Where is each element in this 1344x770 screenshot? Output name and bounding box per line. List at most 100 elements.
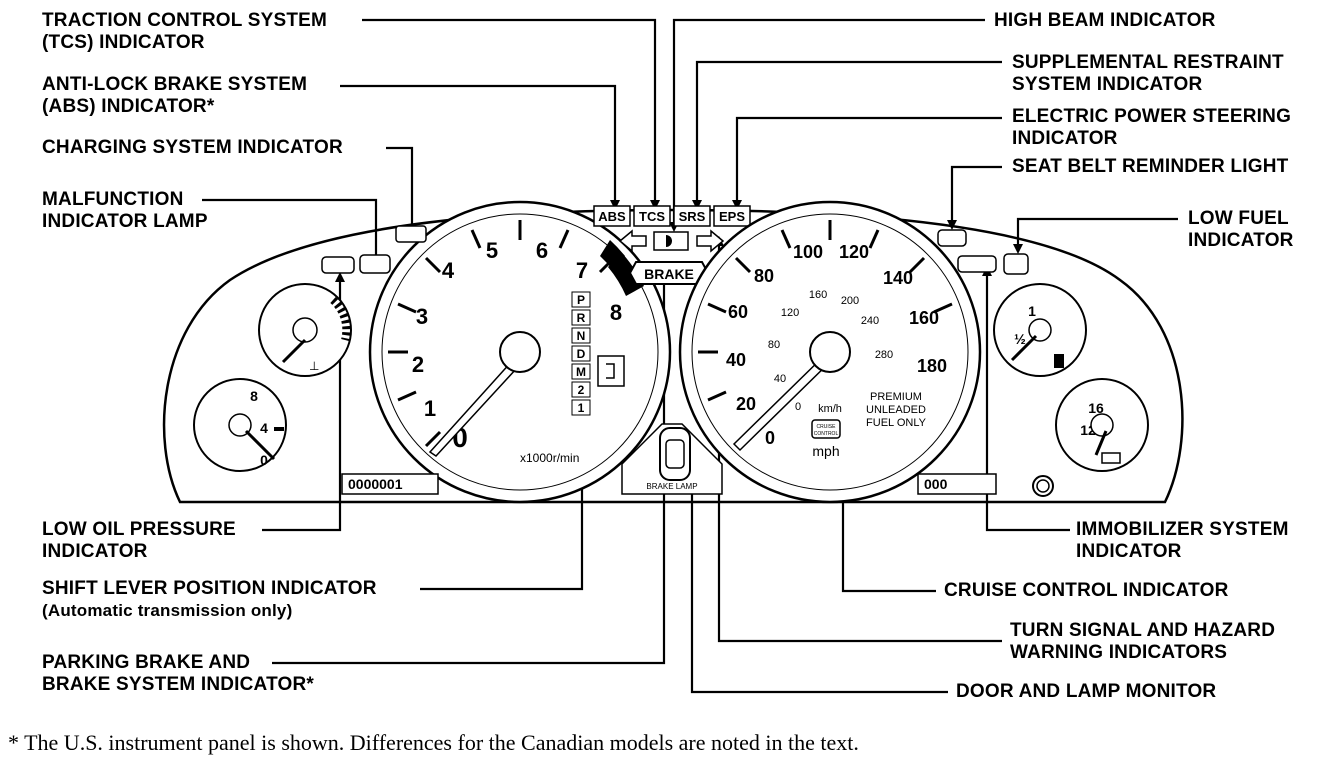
leader-door [690, 494, 948, 694]
gear-1: 1 [578, 401, 585, 415]
callout-srs-line1: SUPPLEMENTAL RESTRAINT [1012, 52, 1284, 73]
battery-icon [395, 225, 427, 243]
abs-box: ABS [598, 209, 626, 224]
fuel-full: 1 [1028, 303, 1036, 319]
odometer-left: 0000001 [348, 476, 403, 492]
tach-numbers: 0 1 2 3 4 5 6 7 8 [412, 238, 622, 453]
check-engine-icon [359, 254, 391, 274]
callout-mil: MALFUNCTION INDICATOR LAMP [42, 189, 208, 233]
gear-2: 2 [578, 383, 585, 397]
low-fuel-icon [1003, 253, 1029, 275]
odometer-right: 000 [924, 476, 948, 492]
fuel-half: ½ [1014, 331, 1026, 347]
callout-tcs-line1: TRACTION CONTROL SYSTEM [42, 10, 328, 31]
door-lamp-monitor: BRAKE LAMP [621, 423, 723, 495]
kmh-240: 240 [861, 315, 879, 327]
tach-num-1: 1 [424, 396, 436, 421]
srs-box: SRS [679, 209, 706, 224]
callout-immobilizer: IMMOBILIZER SYSTEM INDICATOR [1076, 519, 1289, 563]
tach-unit: x1000r/min [520, 451, 579, 465]
callout-charging-line1: CHARGING SYSTEM INDICATOR [42, 137, 343, 158]
mph-0: 0 [765, 428, 775, 448]
callout-abs: ANTI-LOCK BRAKE SYSTEM (ABS) INDICATOR* [42, 74, 307, 118]
mph-120: 120 [839, 242, 869, 262]
callout-seat-belt: SEAT BELT REMINDER LIGHT [1012, 156, 1288, 178]
callout-eps-line1: ELECTRIC POWER STEERING [1012, 106, 1292, 127]
mph-20: 20 [736, 394, 756, 414]
gear-d: D [577, 347, 586, 361]
panel-outline [162, 208, 1184, 504]
brake-indicator: BRAKE [628, 261, 710, 285]
immobilizer-key-icon [957, 255, 997, 273]
tach-num-6: 6 [536, 238, 548, 263]
speedo-hub [809, 331, 851, 373]
tcs-box: TCS [639, 209, 665, 224]
seat-belt-icon [937, 229, 967, 247]
gear-m: M [576, 365, 586, 379]
callout-eps: ELECTRIC POWER STEERING INDICATOR [1012, 106, 1291, 150]
kmh-numbers: 0 40 80 120 160 200 240 280 [768, 289, 893, 413]
tach-num-8: 8 [610, 300, 622, 325]
oil-pressure-icon [321, 256, 355, 274]
mph-40: 40 [726, 350, 746, 370]
kmh-160: 160 [809, 289, 827, 301]
oil-0: 0 [260, 452, 268, 468]
turn-and-highbeam [618, 229, 725, 253]
mph-80: 80 [754, 266, 774, 286]
callout-door-line1: DOOR AND LAMP MONITOR [956, 681, 1217, 702]
tach-num-5: 5 [486, 238, 498, 263]
callout-abs-line2: (ABS) INDICATOR* [42, 96, 215, 117]
callout-parking-line1: PARKING BRAKE AND [42, 652, 251, 673]
kmh-120: 120 [781, 307, 799, 319]
odometers: 0000001 000 [341, 473, 1054, 497]
tach-num-3: 3 [416, 304, 428, 329]
tach-num-7: 7 [576, 258, 588, 283]
right-turn-arrow-icon [696, 229, 725, 253]
callout-charging: CHARGING SYSTEM INDICATOR [42, 137, 343, 159]
oil-gauge: 8 4 0 [193, 378, 287, 472]
tach-hub [499, 331, 541, 373]
tach-num-4: 4 [442, 258, 455, 283]
brake-label: BRAKE [644, 266, 694, 282]
callout-mil-line1: MALFUNCTION [42, 189, 184, 210]
mph-160: 160 [909, 308, 939, 328]
leader-high-beam [672, 18, 985, 222]
callout-tcs: TRACTION CONTROL SYSTEM (TCS) INDICATOR [42, 10, 327, 54]
fuel-pump-icon [1054, 354, 1064, 368]
gear-r: R [577, 311, 586, 325]
leader-tcs [362, 18, 657, 200]
cruise-icon-text-1: CRUISE [817, 424, 837, 430]
callout-parking: PARKING BRAKE AND BRAKE SYSTEM INDICATOR… [42, 652, 314, 696]
leader-srs [695, 60, 1002, 200]
callout-oil: LOW OIL PRESSURE INDICATOR [42, 519, 236, 563]
callout-low-fuel: LOW FUEL INDICATOR [1188, 208, 1294, 252]
leader-immobilizer [985, 276, 1070, 532]
callout-seat-belt-line1: SEAT BELT REMINDER LIGHT [1012, 156, 1289, 177]
callout-parking-line2: BRAKE SYSTEM INDICATOR* [42, 674, 315, 695]
brake-lamp-label: BRAKE LAMP [646, 482, 697, 491]
leader-parking [272, 284, 666, 665]
mph-140: 140 [883, 268, 913, 288]
fuel-note-3: FUEL ONLY [866, 417, 927, 429]
callout-shift-line2: (Automatic transmission only) [42, 601, 293, 620]
top-indicators: ABS TCS SRS EPS [593, 205, 751, 227]
callout-high-beam-line1: HIGH BEAM INDICATOR [994, 10, 1216, 31]
mph-label: mph [812, 443, 839, 459]
leader-eps [735, 116, 1002, 200]
battery-gauge-icon [1101, 452, 1121, 464]
volt-16: 16 [1088, 400, 1104, 416]
leader-low-fuel [1016, 217, 1178, 244]
oil-and-mil-icons [321, 225, 427, 274]
callout-srs-line2: SYSTEM INDICATOR [1012, 74, 1203, 95]
leader-seat-belt [950, 165, 1002, 220]
left-turn-arrow-icon [618, 229, 647, 253]
mph-180: 180 [917, 356, 947, 376]
fuel-note-1: PREMIUM [870, 391, 922, 403]
leader-charging [386, 146, 414, 226]
temperature-gauge: ⊥ [258, 283, 352, 377]
callout-immobilizer-line1: IMMOBILIZER SYSTEM [1076, 519, 1289, 540]
gear-p: P [577, 293, 585, 307]
tach-num-2: 2 [412, 352, 424, 377]
callout-shift-line1: SHIFT LEVER POSITION INDICATOR [42, 578, 377, 599]
gear-n: N [577, 329, 586, 343]
